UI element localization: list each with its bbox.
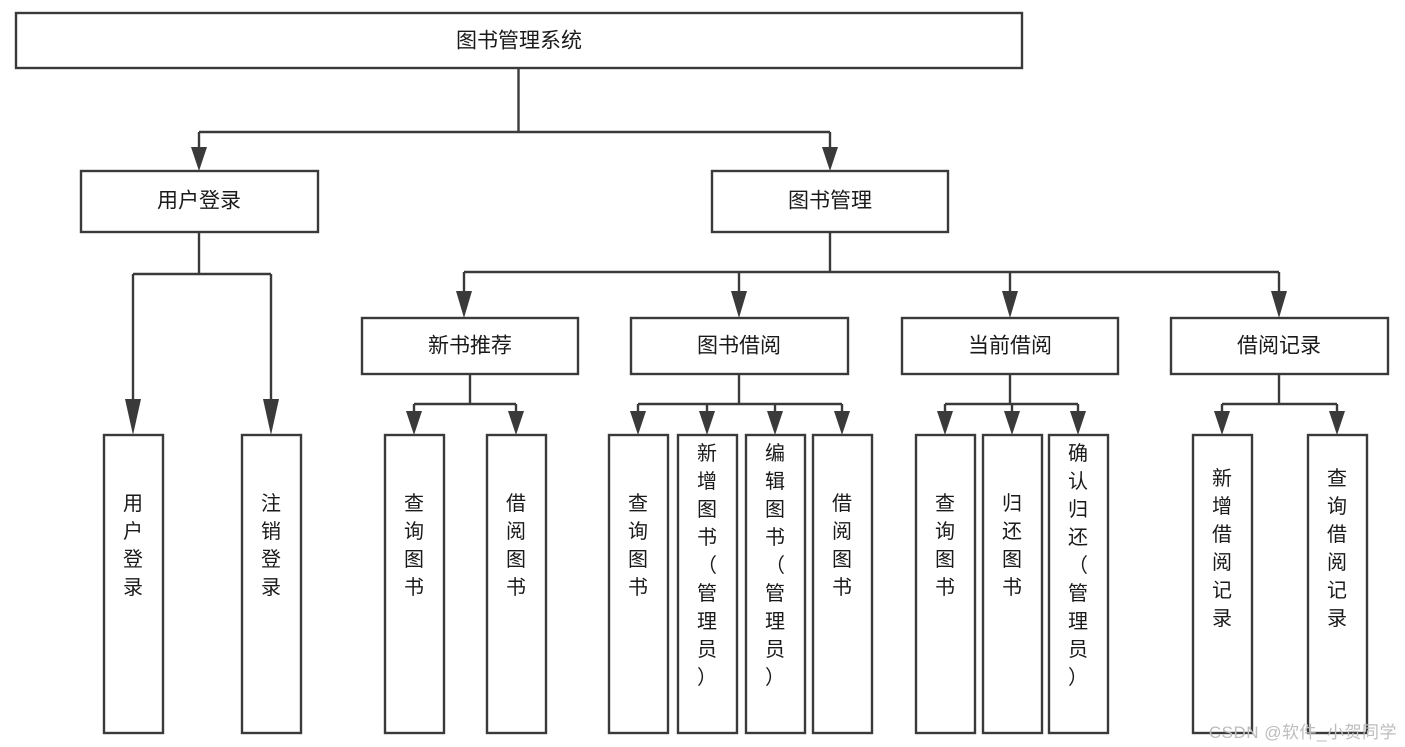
arrow-to-leaf-edit-book bbox=[767, 411, 783, 435]
node-root[interactable]: 图书管理系统 bbox=[14, 11, 1024, 70]
current-borrow-label: 当前借阅 bbox=[968, 335, 1052, 358]
leaf-edit-book-box[interactable] bbox=[744, 433, 807, 735]
node-leaf-add-book[interactable]: 新增图书（管理员） bbox=[676, 433, 739, 735]
node-book-borrow[interactable]: 图书借阅 bbox=[629, 316, 850, 376]
arrow-to-leaf-borrow-book-1 bbox=[508, 411, 524, 435]
node-leaf-query-record[interactable]: 查询借阅记录 bbox=[1306, 433, 1369, 735]
arrow-to-new-book-recommend bbox=[456, 291, 472, 318]
node-leaf-query-book-1[interactable]: 查询图书 bbox=[383, 433, 446, 735]
leaf-query-book-1-label: 查询图书 bbox=[404, 492, 424, 599]
arrow-to-leaf-user-login bbox=[125, 399, 141, 435]
arrow-to-leaf-query-book-1 bbox=[406, 411, 422, 435]
leaf-query-book-3-box[interactable] bbox=[914, 433, 977, 735]
node-new-book-recommend[interactable]: 新书推荐 bbox=[360, 316, 580, 376]
new-book-recommend-label: 新书推荐 bbox=[428, 335, 512, 358]
leaf-borrow-book-2-label: 借阅图书 bbox=[832, 492, 852, 599]
leaf-return-book-label: 归还图书 bbox=[1002, 492, 1022, 599]
node-leaf-borrow-book-1[interactable]: 借阅图书 bbox=[485, 433, 548, 735]
user-login-box[interactable] bbox=[79, 169, 320, 234]
new-book-recommend-box[interactable] bbox=[360, 316, 580, 376]
node-leaf-user-login[interactable]: 用户登录 bbox=[102, 433, 165, 735]
leaf-return-book-box[interactable] bbox=[981, 433, 1044, 735]
borrow-record-label: 借阅记录 bbox=[1237, 335, 1321, 358]
user-login-label: 用户登录 bbox=[157, 190, 241, 213]
leaf-query-book-3-label: 查询图书 bbox=[935, 492, 955, 599]
arrow-to-user-login bbox=[191, 147, 207, 171]
book-borrow-box[interactable] bbox=[629, 316, 850, 376]
arrow-to-book-manage bbox=[822, 147, 838, 171]
node-leaf-logout[interactable]: 注销登录 bbox=[240, 433, 303, 735]
leaf-query-record-box[interactable] bbox=[1306, 433, 1369, 735]
leaf-borrow-book-1-label: 借阅图书 bbox=[506, 492, 526, 599]
node-leaf-confirm-return[interactable]: 确认归还（管理员） bbox=[1047, 433, 1110, 735]
connector-layer bbox=[125, 68, 1345, 435]
arrow-to-current-borrow bbox=[1002, 291, 1018, 318]
node-leaf-edit-book[interactable]: 编辑图书（管理员） bbox=[744, 433, 807, 735]
node-current-borrow[interactable]: 当前借阅 bbox=[900, 316, 1120, 376]
leaf-logout-box[interactable] bbox=[240, 433, 303, 735]
arrow-to-leaf-query-record bbox=[1329, 411, 1345, 435]
arrow-to-leaf-query-book-3 bbox=[937, 411, 953, 435]
node-leaf-borrow-book-2[interactable]: 借阅图书 bbox=[811, 433, 874, 735]
leaf-add-book-label: 新增图书（管理员） bbox=[697, 442, 717, 689]
node-leaf-return-book[interactable]: 归还图书 bbox=[981, 433, 1044, 735]
leaf-add-record-box[interactable] bbox=[1191, 433, 1254, 735]
leaf-user-login-box[interactable] bbox=[102, 433, 165, 735]
arrow-to-borrow-record bbox=[1271, 291, 1287, 318]
node-user-login[interactable]: 用户登录 bbox=[79, 169, 320, 234]
leaf-confirm-return-box[interactable] bbox=[1047, 433, 1110, 735]
node-leaf-add-record[interactable]: 新增借阅记录 bbox=[1191, 433, 1254, 735]
leaf-edit-book-label: 编辑图书（管理员） bbox=[765, 442, 785, 689]
root-box[interactable] bbox=[14, 11, 1024, 70]
node-book-manage[interactable]: 图书管理 bbox=[710, 169, 950, 234]
book-borrow-label: 图书借阅 bbox=[697, 335, 781, 358]
arrow-to-leaf-return-book bbox=[1004, 411, 1020, 435]
leaf-borrow-book-1-box[interactable] bbox=[485, 433, 548, 735]
arrow-to-leaf-confirm-return bbox=[1070, 411, 1086, 435]
leaf-query-book-2-label: 查询图书 bbox=[628, 492, 648, 599]
node-leaf-query-book-2[interactable]: 查询图书 bbox=[607, 433, 670, 735]
current-borrow-box[interactable] bbox=[900, 316, 1120, 376]
arrow-to-book-borrow bbox=[731, 291, 747, 318]
leaf-query-book-1-box[interactable] bbox=[383, 433, 446, 735]
leaf-logout-label: 注销登录 bbox=[261, 492, 281, 599]
leaf-query-book-2-box[interactable] bbox=[607, 433, 670, 735]
book-manage-label: 图书管理 bbox=[788, 190, 872, 213]
arrow-to-leaf-add-book bbox=[699, 411, 715, 435]
leaf-confirm-return-label: 确认归还（管理员） bbox=[1068, 442, 1088, 689]
leaf-query-record-label: 查询借阅记录 bbox=[1327, 467, 1347, 630]
arrow-to-leaf-logout bbox=[263, 399, 279, 435]
book-manage-box[interactable] bbox=[710, 169, 950, 234]
leaf-user-login-label: 用户登录 bbox=[123, 493, 143, 599]
arrow-to-leaf-add-record bbox=[1214, 411, 1230, 435]
arrow-to-leaf-query-book-2 bbox=[630, 411, 646, 435]
root-label: 图书管理系统 bbox=[456, 30, 582, 53]
borrow-record-box[interactable] bbox=[1169, 316, 1390, 376]
node-borrow-record[interactable]: 借阅记录 bbox=[1169, 316, 1390, 376]
arrow-to-leaf-borrow-book-2 bbox=[834, 411, 850, 435]
leaf-add-book-box[interactable] bbox=[676, 433, 739, 735]
leaf-add-record-label: 新增借阅记录 bbox=[1212, 467, 1232, 630]
node-leaf-query-book-3[interactable]: 查询图书 bbox=[914, 433, 977, 735]
leaf-borrow-book-2-box[interactable] bbox=[811, 433, 874, 735]
